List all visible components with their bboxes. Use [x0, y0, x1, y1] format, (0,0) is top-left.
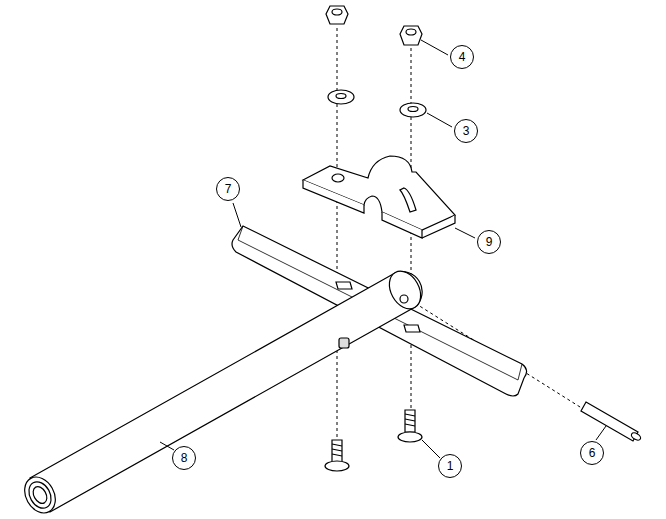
- hex-nut: [326, 6, 348, 24]
- leader-line: [421, 40, 448, 55]
- callout-number: 1: [438, 454, 462, 478]
- callout-number: 3: [454, 119, 478, 143]
- pin: [630, 431, 642, 441]
- washer: [336, 94, 346, 99]
- carriage-bolt: [405, 414, 415, 426]
- assembly-axis: [411, 117, 412, 408]
- carriage-bolt: [325, 410, 422, 471]
- callout-number: 4: [450, 45, 474, 69]
- leader-line: [455, 228, 475, 238]
- pin: [581, 402, 638, 441]
- assembly-axis: [337, 104, 338, 438]
- callout-number: 6: [580, 441, 604, 465]
- hex-nut: [406, 29, 416, 35]
- carriage-bolt: [325, 461, 349, 471]
- washer: [328, 90, 354, 104]
- saddle-bracket: [332, 174, 344, 182]
- callout-number: 9: [477, 230, 501, 254]
- washer: [328, 90, 426, 117]
- carriage-bolt: [405, 410, 415, 432]
- pin: [581, 402, 642, 442]
- flat-bar: [404, 325, 420, 332]
- tube: [30, 272, 422, 512]
- tube: [383, 266, 427, 315]
- tube: [30, 484, 49, 506]
- leader-line: [596, 426, 606, 440]
- tube: [339, 338, 349, 348]
- leader-line: [160, 442, 174, 450]
- saddle-bracket: [303, 156, 455, 230]
- flat-bar: [336, 282, 352, 289]
- washer: [408, 107, 418, 112]
- tube: [19, 266, 427, 519]
- callout-number: 8: [172, 446, 196, 470]
- callout-number: 7: [216, 177, 240, 201]
- tube: [19, 472, 62, 519]
- leader-line: [427, 113, 452, 127]
- assembly-axis: [337, 28, 338, 90]
- carriage-bolt: [332, 440, 342, 462]
- carriage-bolt: [332, 444, 342, 456]
- saddle-bracket: [303, 156, 455, 238]
- tube: [24, 478, 55, 512]
- leader-line: [160, 40, 606, 458]
- washer: [400, 103, 426, 117]
- hex-nut: [400, 26, 422, 45]
- saddle-bracket: [382, 212, 422, 238]
- carriage-bolt: [398, 432, 422, 442]
- assembly-axis: [411, 48, 412, 104]
- hex-nut: [326, 6, 422, 45]
- saddle-bracket: [303, 180, 364, 213]
- assembly-axis: [337, 28, 588, 438]
- hex-nut: [332, 9, 342, 15]
- tube: [400, 295, 408, 303]
- saddle-bracket: [400, 188, 416, 212]
- leader-line: [422, 440, 440, 458]
- saddle-bracket: [422, 215, 455, 238]
- leader-line: [233, 203, 241, 227]
